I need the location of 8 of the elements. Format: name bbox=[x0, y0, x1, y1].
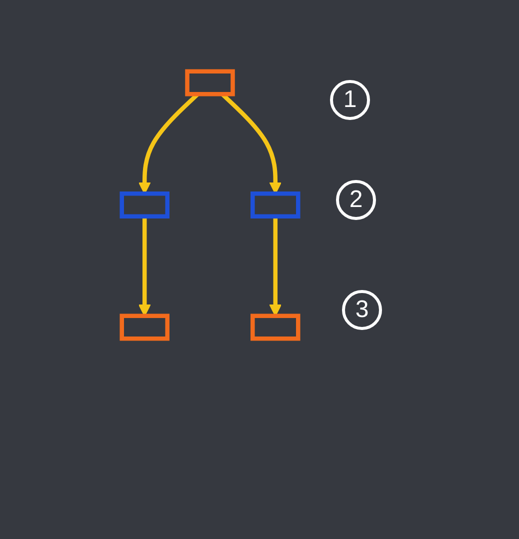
callout-number: 1 bbox=[330, 80, 370, 120]
empty-box bbox=[120, 192, 170, 218]
callout-number: 2 bbox=[336, 180, 376, 220]
callout-number: 3 bbox=[342, 290, 382, 330]
empty-box bbox=[185, 69, 235, 96]
empty-box bbox=[120, 314, 170, 341]
empty-box bbox=[250, 314, 300, 341]
empty-box bbox=[250, 192, 300, 218]
